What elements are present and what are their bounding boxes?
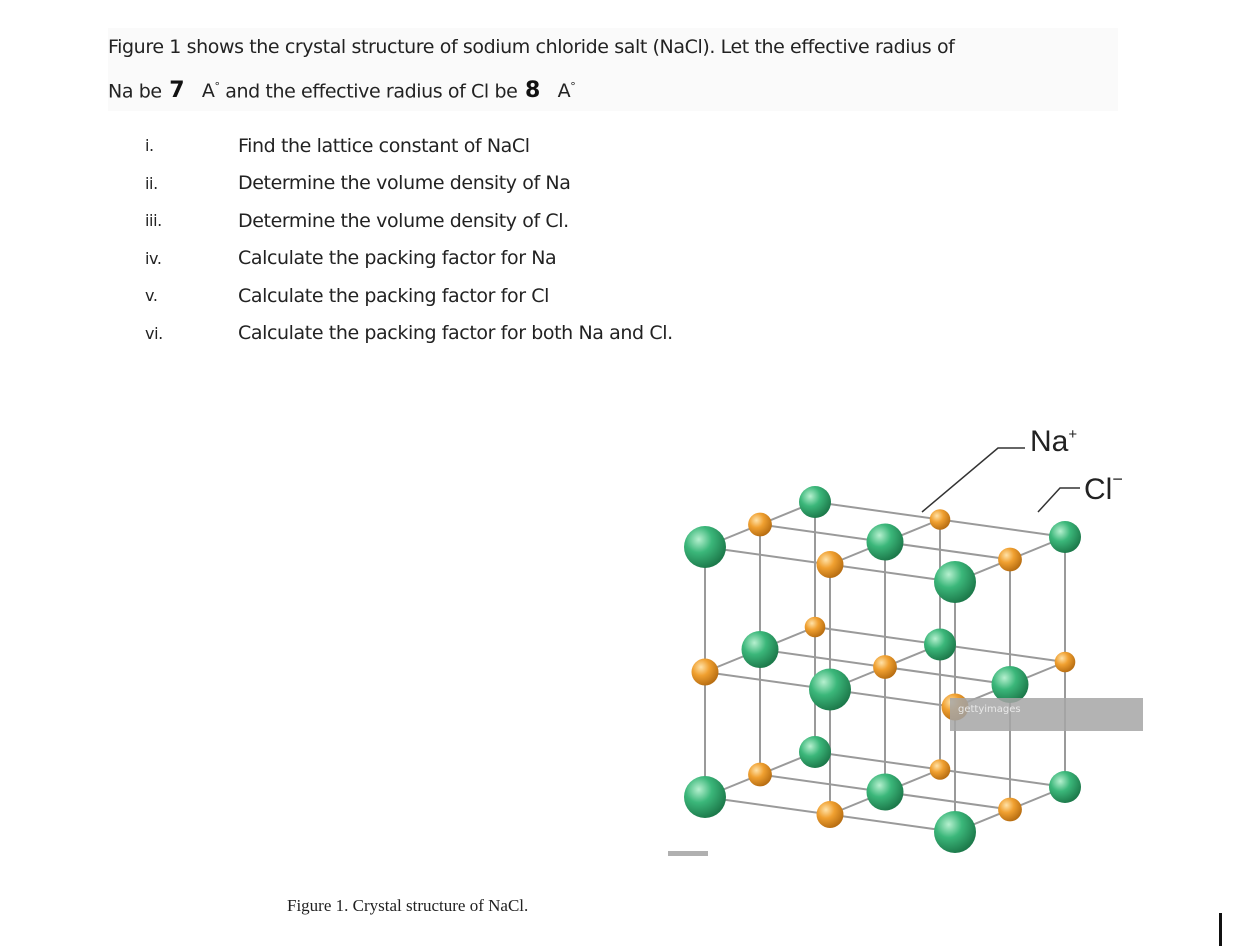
figure-caption: Figure 1. Crystal structure of NaCl. <box>287 896 529 915</box>
question-number: vi. <box>145 323 163 343</box>
cl-ion <box>1049 521 1081 553</box>
na-ion <box>998 797 1022 822</box>
cl-ion <box>684 776 726 818</box>
cl-radius-unit: A <box>557 80 571 103</box>
question-item: ii. Determine the volume density of Na <box>145 165 673 203</box>
question-item: iv. Calculate the packing factor for Na <box>145 240 673 278</box>
question-item: iii. Determine the volume density of Cl. <box>145 202 673 240</box>
cl-ion <box>684 526 726 568</box>
question-text: Calculate the packing factor for both Na… <box>238 322 673 345</box>
na-radius-unit: A <box>201 80 215 103</box>
question-number: ii. <box>145 173 158 193</box>
intro-line-1: Figure 1 shows the crystal structure of … <box>108 36 955 58</box>
na-ion <box>816 801 844 828</box>
watermark-bar <box>950 698 1143 731</box>
cl-ion <box>991 666 1029 703</box>
na-ion <box>1054 651 1076 673</box>
na-ion <box>998 547 1022 572</box>
na-unit-degree: ° <box>214 80 220 93</box>
problem-statement: Figure 1 shows the crystal structure of … <box>108 28 1118 112</box>
question-number: iii. <box>145 211 162 231</box>
question-item: i. Find the lattice constant of NaCl <box>145 127 673 165</box>
question-text: Find the lattice constant of NaCl <box>238 134 530 157</box>
nacl-crystal-figure: gettyimages Na+ Cl− <box>668 425 1143 856</box>
cl-ion <box>934 561 976 603</box>
question-text: Determine the volume density of Cl. <box>238 209 569 232</box>
question-list: i. Find the lattice constant of NaCl ii. D… <box>145 127 673 352</box>
na-ion <box>748 512 772 537</box>
na-charge: + <box>1068 426 1077 443</box>
intro-na-text: Na be <box>108 80 162 103</box>
watermark-text: gettyimages <box>958 704 1021 715</box>
cl-ion <box>1049 771 1081 803</box>
ions <box>684 486 1081 853</box>
cl-ion <box>934 811 976 853</box>
cl-ion <box>799 486 831 518</box>
intro-cl-text: and the effective radius of Cl be <box>225 80 518 103</box>
na-ion <box>929 509 951 530</box>
na-ion <box>816 551 844 578</box>
na-ion <box>748 762 772 787</box>
na-ion <box>804 616 826 638</box>
cl-ion <box>866 773 904 811</box>
na-ion <box>873 655 897 679</box>
question-number: iv. <box>145 248 162 268</box>
text-cursor-bar <box>1219 913 1222 946</box>
cl-ion <box>924 628 956 661</box>
intro-line-2: Na be 7 A° and the effective radius of C… <box>108 67 1118 111</box>
question-text: Calculate the packing factor for Cl <box>238 284 549 307</box>
cl-charge: − <box>1112 469 1123 489</box>
na-label-pointer <box>921 447 1025 513</box>
na-radius-value: 7 <box>169 78 185 104</box>
question-item: v. Calculate the packing factor for Cl <box>145 277 673 315</box>
question-text: Determine the volume density of Na <box>238 172 571 195</box>
cl-ion <box>809 668 851 711</box>
cl-label: Cl− <box>1084 469 1123 506</box>
cl-ion <box>866 523 904 561</box>
question-item: vi. Calculate the packing factor for both… <box>145 315 673 353</box>
cl-ion <box>799 736 831 768</box>
na-label: Na+ <box>1030 425 1077 458</box>
na-ion <box>691 658 719 686</box>
cl-unit-degree: ° <box>570 80 576 93</box>
question-number: v. <box>145 286 158 306</box>
cl-ion <box>741 631 779 668</box>
na-ion <box>929 759 951 780</box>
question-text: Calculate the packing factor for Na <box>238 247 557 270</box>
cl-label-pointer <box>1037 487 1080 513</box>
question-number: i. <box>145 136 154 156</box>
cl-radius-value: 8 <box>525 78 540 104</box>
small-grey-mark <box>668 851 708 856</box>
